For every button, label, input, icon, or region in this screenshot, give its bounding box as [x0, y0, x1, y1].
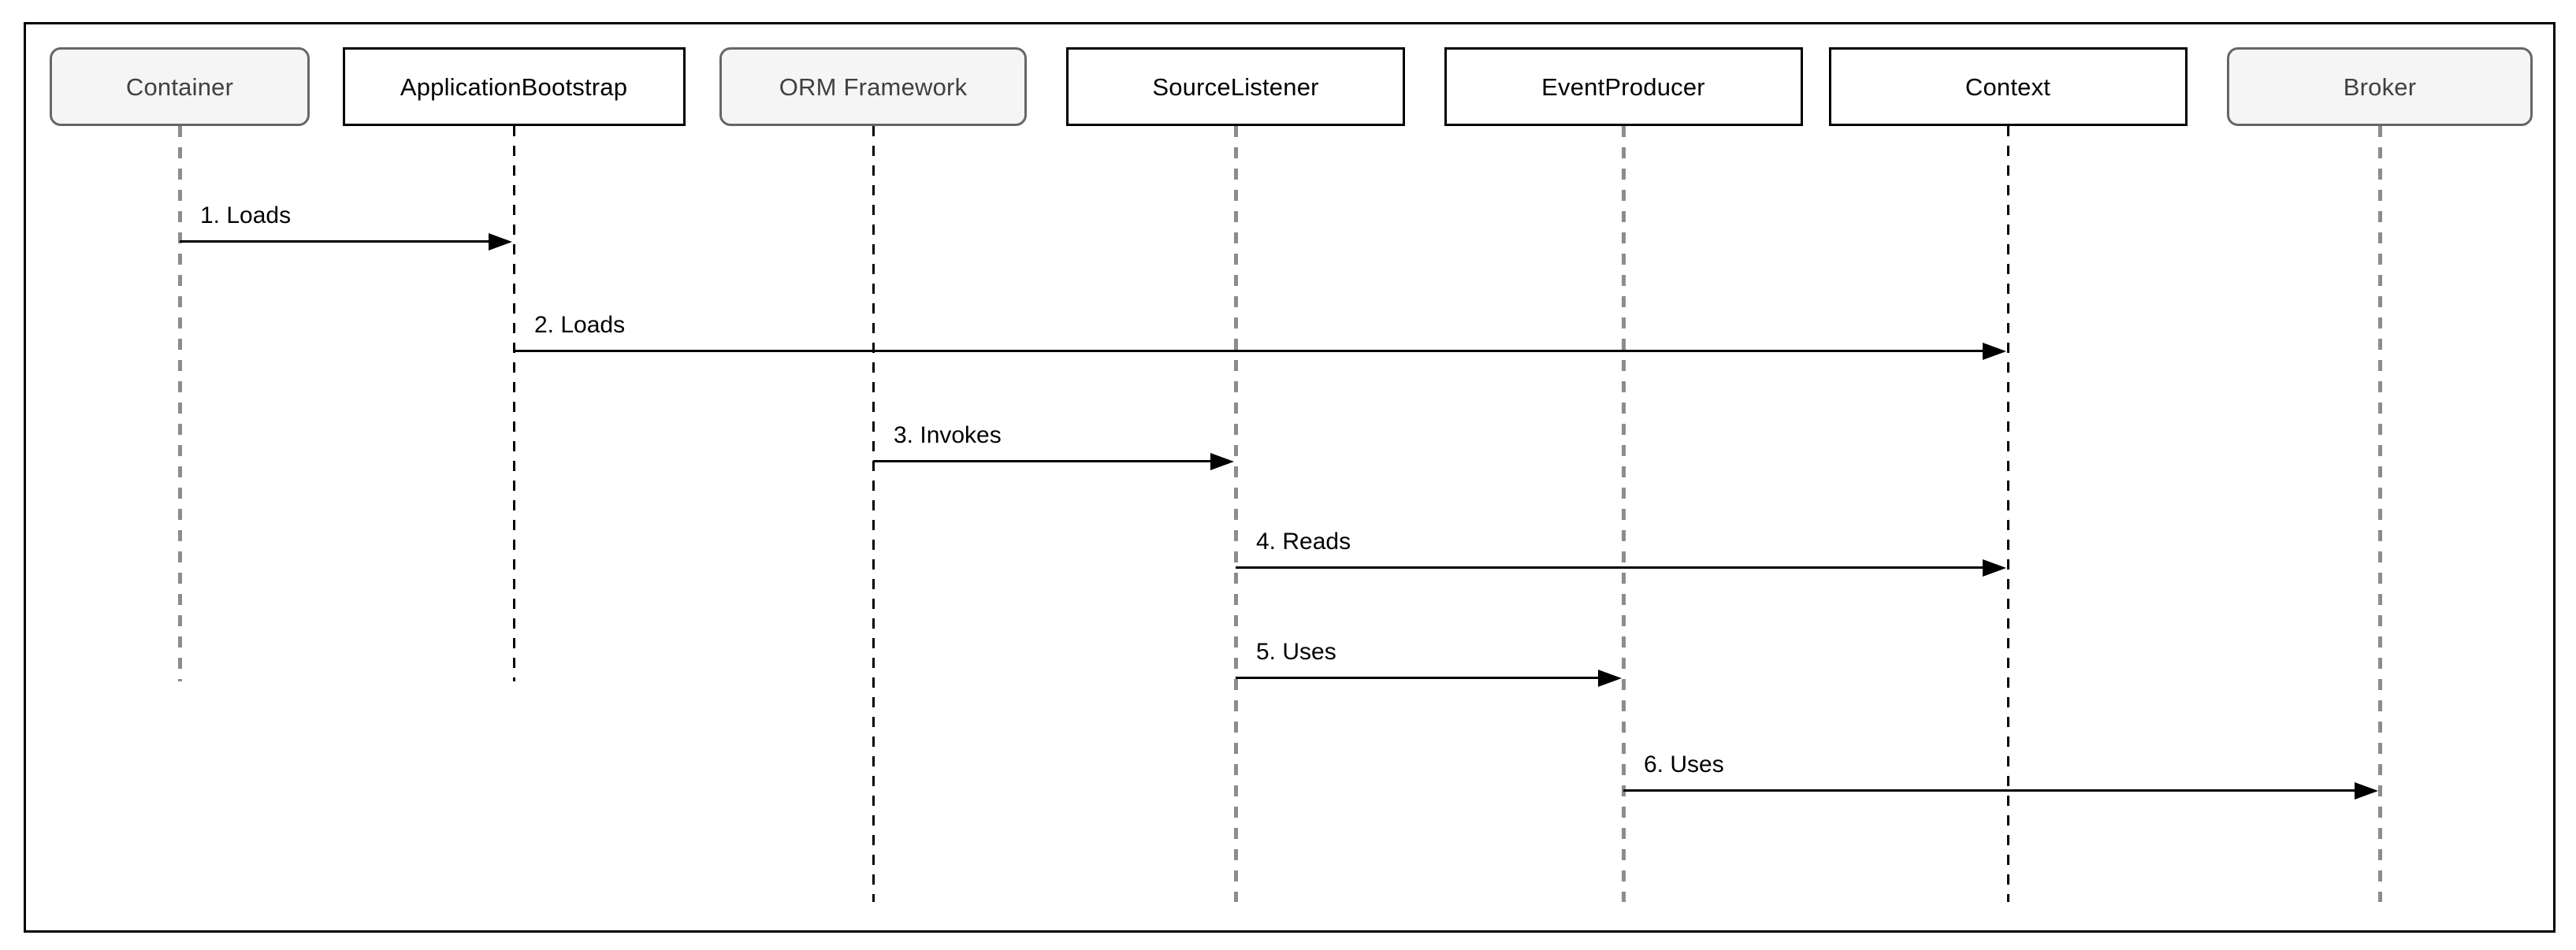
message-arrowhead-icon: [489, 233, 512, 250]
participant-label: Context: [1965, 72, 2051, 101]
message-label-3: 3. Invokes: [894, 422, 1002, 448]
participant-application-bootstrap: ApplicationBootstrap: [342, 47, 686, 126]
participant-event-producer: EventProducer: [1444, 47, 1803, 126]
message-label-5: 5. Uses: [1256, 639, 1336, 665]
message-arrowhead-icon: [1598, 670, 1622, 687]
participant-label: SourceListener: [1152, 72, 1319, 101]
participant-container: Container: [50, 47, 310, 126]
lifeline-container: [177, 126, 182, 681]
message-label-4: 4. Reads: [1256, 529, 1351, 555]
participant-source-listener: SourceListener: [1066, 47, 1405, 126]
participant-label: EventProducer: [1541, 72, 1705, 101]
lifeline-broker: [2377, 126, 2382, 902]
message-arrowhead-icon: [2355, 782, 2378, 800]
participant-label: ApplicationBootstrap: [400, 72, 628, 101]
message-arrowhead-icon: [1983, 559, 2006, 577]
lifeline-context: [2006, 126, 2009, 902]
message-line-2: [514, 350, 1986, 352]
lifeline-application-bootstrap: [512, 126, 515, 681]
message-arrowhead-icon: [1983, 343, 2006, 360]
message-label-6: 6. Uses: [1644, 751, 1724, 777]
lifeline-orm-framework: [872, 126, 875, 902]
participant-label: Container: [125, 72, 234, 101]
message-label-2: 2. Loads: [534, 312, 626, 338]
diagram-frame: [24, 22, 2556, 933]
message-line-3: [873, 460, 1214, 462]
message-line-6: [1623, 789, 2358, 792]
participant-orm-framework: ORM Framework: [719, 47, 1027, 126]
message-label-1: 1. Loads: [200, 202, 292, 228]
participant-broker: Broker: [2227, 47, 2533, 126]
participant-context: Context: [1828, 47, 2188, 126]
message-arrowhead-icon: [1210, 453, 1234, 470]
lifeline-event-producer: [1621, 126, 1626, 902]
message-line-4: [1236, 566, 1986, 569]
message-line-1: [180, 240, 492, 243]
lifeline-source-listener: [1233, 126, 1238, 902]
participant-label: Broker: [2343, 72, 2417, 101]
participant-label: ORM Framework: [779, 72, 968, 101]
message-line-5: [1236, 677, 1601, 679]
